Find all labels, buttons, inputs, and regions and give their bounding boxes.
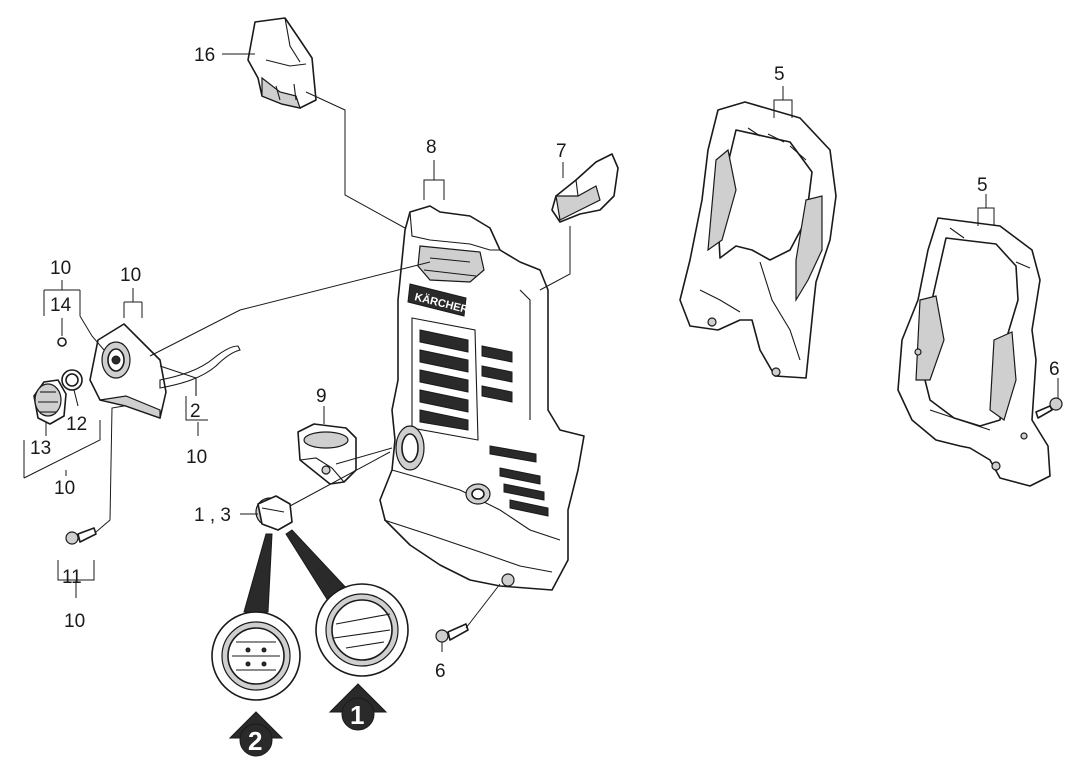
leader-11-body bbox=[95, 405, 125, 533]
detail-knob-position-1 bbox=[315, 583, 409, 677]
label-5b: 5 bbox=[977, 175, 988, 196]
bracket-10d bbox=[23, 420, 101, 479]
label-9: 9 bbox=[316, 386, 327, 407]
part-13-cap[interactable] bbox=[33, 379, 67, 425]
bracket-10a bbox=[43, 289, 81, 316]
part-1-3-selector-knob[interactable] bbox=[255, 495, 293, 531]
label-10d: 10 bbox=[54, 478, 75, 499]
detail-knob-position-2 bbox=[211, 611, 301, 701]
part-12-o-ring[interactable] bbox=[61, 369, 83, 391]
part-5-frame-rear[interactable] bbox=[897, 217, 1051, 487]
label-11: 11 bbox=[62, 567, 82, 588]
label-7: 7 bbox=[556, 141, 567, 162]
label-12: 12 bbox=[66, 414, 87, 435]
bracket-10b bbox=[123, 301, 143, 318]
leader-7-body bbox=[539, 226, 571, 291]
leader-9-body bbox=[335, 447, 393, 465]
part-6-screw-lower[interactable] bbox=[435, 623, 469, 643]
part-6-screw-right[interactable] bbox=[1035, 397, 1063, 419]
label-6b: 6 bbox=[435, 661, 446, 682]
label-2: 2 bbox=[190, 401, 201, 422]
part-8-main-housing[interactable]: KÄRCHER bbox=[379, 205, 585, 591]
badge-2-text: 2 bbox=[248, 726, 262, 756]
part-16-handle-cap[interactable] bbox=[247, 17, 317, 109]
leader-12 bbox=[73, 389, 79, 407]
leader-14-ring bbox=[79, 315, 105, 351]
part-7-hose-hook[interactable] bbox=[551, 153, 619, 223]
part-11-screw[interactable] bbox=[65, 527, 97, 545]
detail-wedge-2 bbox=[243, 533, 273, 613]
label-10e: 10 bbox=[64, 611, 85, 632]
bracket-8 bbox=[423, 179, 445, 200]
badge-1-text: 1 bbox=[350, 700, 364, 730]
label-10a: 10 bbox=[50, 258, 71, 279]
label-10b: 10 bbox=[120, 265, 141, 286]
part-10-connector-housing[interactable] bbox=[89, 323, 167, 419]
label-16: 16 bbox=[194, 45, 215, 66]
badge-2: 2 bbox=[228, 711, 284, 757]
leader-6b-body bbox=[465, 583, 501, 629]
leader-16-body bbox=[305, 91, 406, 229]
label-6a: 6 bbox=[1049, 359, 1060, 380]
part-5-frame-front[interactable] bbox=[679, 101, 837, 379]
label-1-3: 1 , 3 bbox=[194, 505, 231, 526]
label-8: 8 bbox=[426, 137, 437, 158]
label-13: 13 bbox=[30, 438, 51, 459]
label-10c: 10 bbox=[186, 447, 207, 468]
label-5a: 5 bbox=[774, 64, 785, 85]
badge-1: 1 bbox=[328, 683, 388, 731]
label-14: 14 bbox=[50, 295, 72, 316]
bracket-2 bbox=[185, 396, 208, 421]
part-14-small-ring[interactable] bbox=[57, 337, 67, 347]
leader-10b-body bbox=[149, 261, 431, 357]
leader-1-3-body bbox=[289, 451, 391, 507]
part-2-hose[interactable] bbox=[159, 345, 241, 389]
